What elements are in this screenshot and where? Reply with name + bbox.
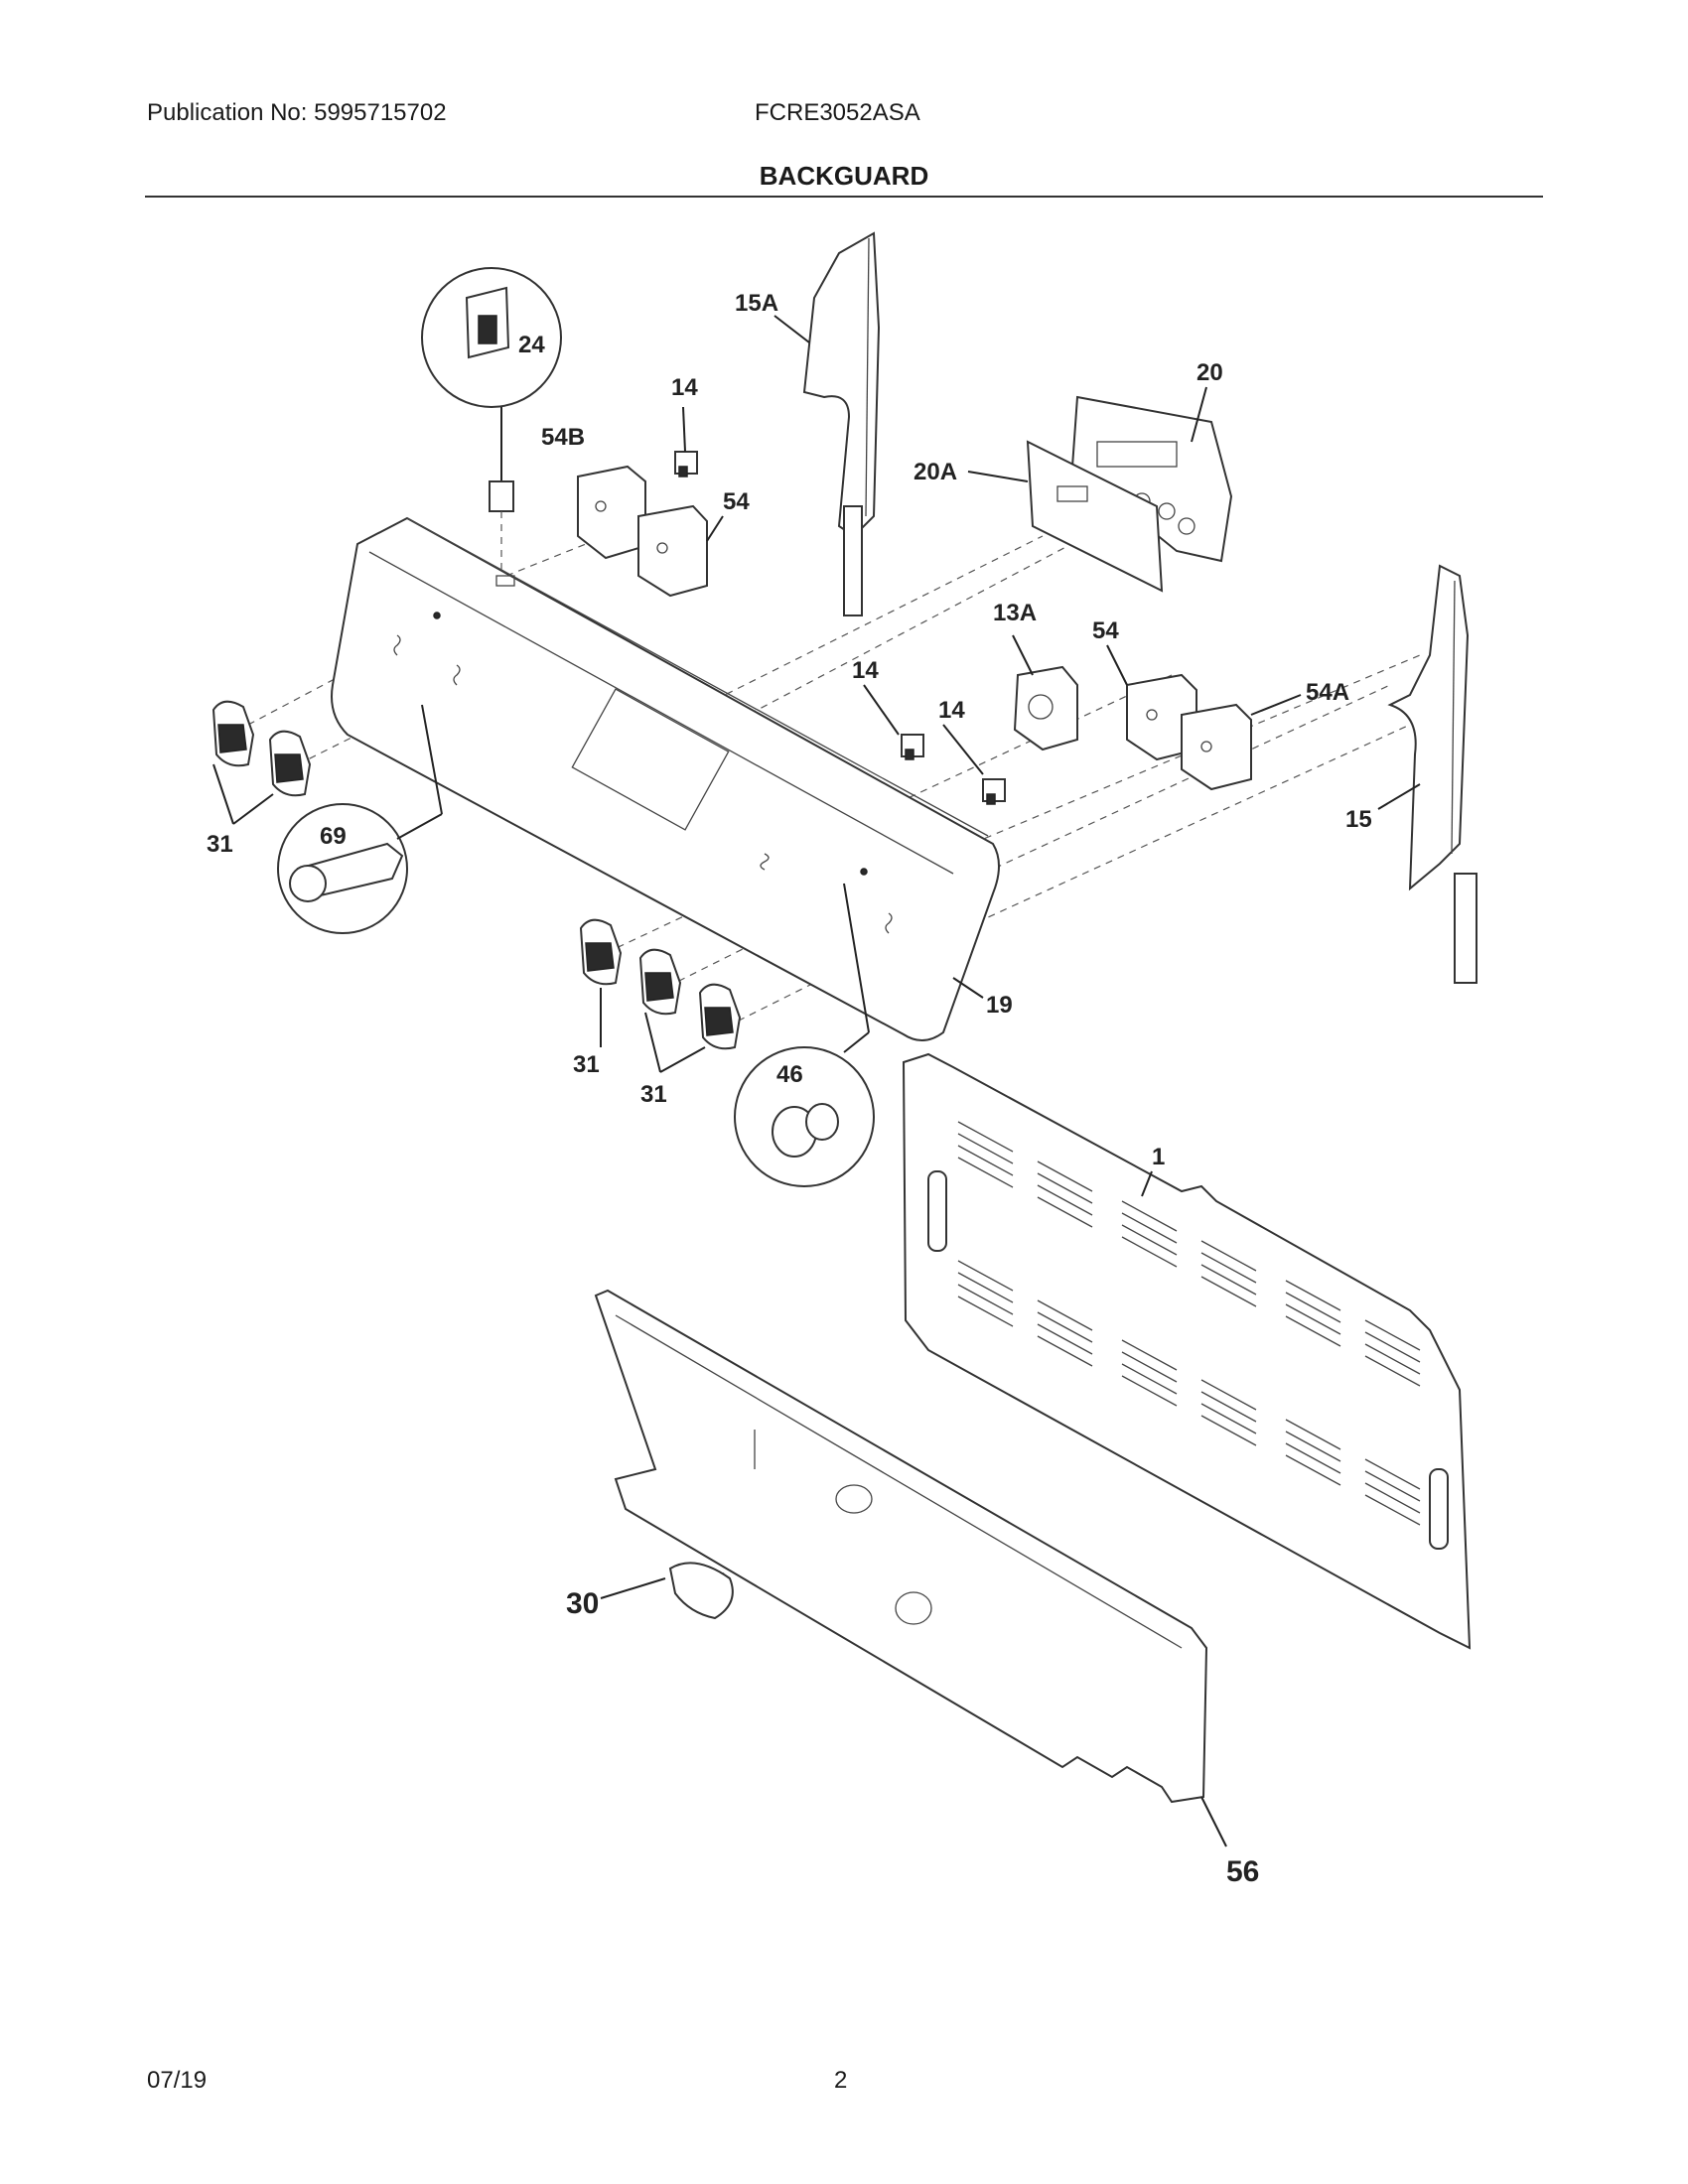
knob-lower-b xyxy=(638,948,682,1016)
callout-31-left: 31 xyxy=(207,831,233,858)
backguard-frame xyxy=(594,1289,1208,1804)
rocker-switch-detail xyxy=(421,267,562,571)
left-end-bracket xyxy=(802,231,881,616)
page-number: 2 xyxy=(834,2067,848,2094)
callout-56: 56 xyxy=(1226,1855,1259,1888)
vent-slots xyxy=(957,1121,1421,1526)
callout-14-lower: 14 xyxy=(938,697,965,724)
callout-31-lower-b: 31 xyxy=(640,1081,667,1108)
callout-14-middle: 14 xyxy=(852,657,879,684)
indicator-light-lower xyxy=(982,778,1006,805)
callout-leaders xyxy=(212,315,1421,1847)
indicator-light-upper xyxy=(674,451,698,478)
callout-20: 20 xyxy=(1196,359,1223,386)
callout-54-lower: 54 xyxy=(1092,617,1119,644)
plug-button-detail xyxy=(734,883,875,1187)
infinite-switch-54-upper xyxy=(637,504,708,598)
rear-vent-panel xyxy=(902,1052,1472,1650)
knob-lower-a xyxy=(579,918,623,986)
touchpad-overlay xyxy=(1026,440,1164,593)
callout-31-lower-a: 31 xyxy=(573,1051,600,1078)
callout-15A: 15A xyxy=(735,290,778,317)
knob-lower-c xyxy=(698,983,742,1050)
infinite-switch-54B xyxy=(577,465,646,560)
screw-detail xyxy=(277,704,443,934)
callout-15: 15 xyxy=(1345,806,1372,833)
header-rule xyxy=(145,196,1543,198)
callout-1: 1 xyxy=(1152,1144,1165,1170)
callout-20A: 20A xyxy=(914,459,957,485)
model-number: FCRE3052ASA xyxy=(755,99,920,126)
section-title: BACKGUARD xyxy=(759,161,929,191)
callout-24: 24 xyxy=(518,332,545,358)
callout-14-upper: 14 xyxy=(671,374,698,401)
callout-54-upper: 54 xyxy=(723,488,750,515)
footer-date: 07/19 xyxy=(147,2067,208,2094)
callout-54A: 54A xyxy=(1306,679,1349,706)
callout-46: 46 xyxy=(776,1061,803,1088)
selector-switch-13A xyxy=(1013,665,1078,751)
knob-upper-left-a xyxy=(211,700,255,767)
indicator-light-middle xyxy=(901,734,924,760)
publication-number: Publication No: 5995715702 xyxy=(147,99,447,126)
right-end-bracket xyxy=(1387,564,1477,984)
callout-13A: 13A xyxy=(993,600,1037,626)
backguard-panel xyxy=(331,516,1000,1041)
hole-plug xyxy=(668,1562,734,1620)
callout-19: 19 xyxy=(986,992,1013,1019)
callout-labels: 15A 20 20A 14 54B 54 24 13A 54 54A 14 14… xyxy=(207,290,1372,1888)
callout-54B: 54B xyxy=(541,424,585,451)
knob-upper-left-b xyxy=(268,730,312,797)
callout-30: 30 xyxy=(566,1587,599,1620)
infinite-switch-54A xyxy=(1181,703,1252,791)
callout-69: 69 xyxy=(320,823,347,850)
